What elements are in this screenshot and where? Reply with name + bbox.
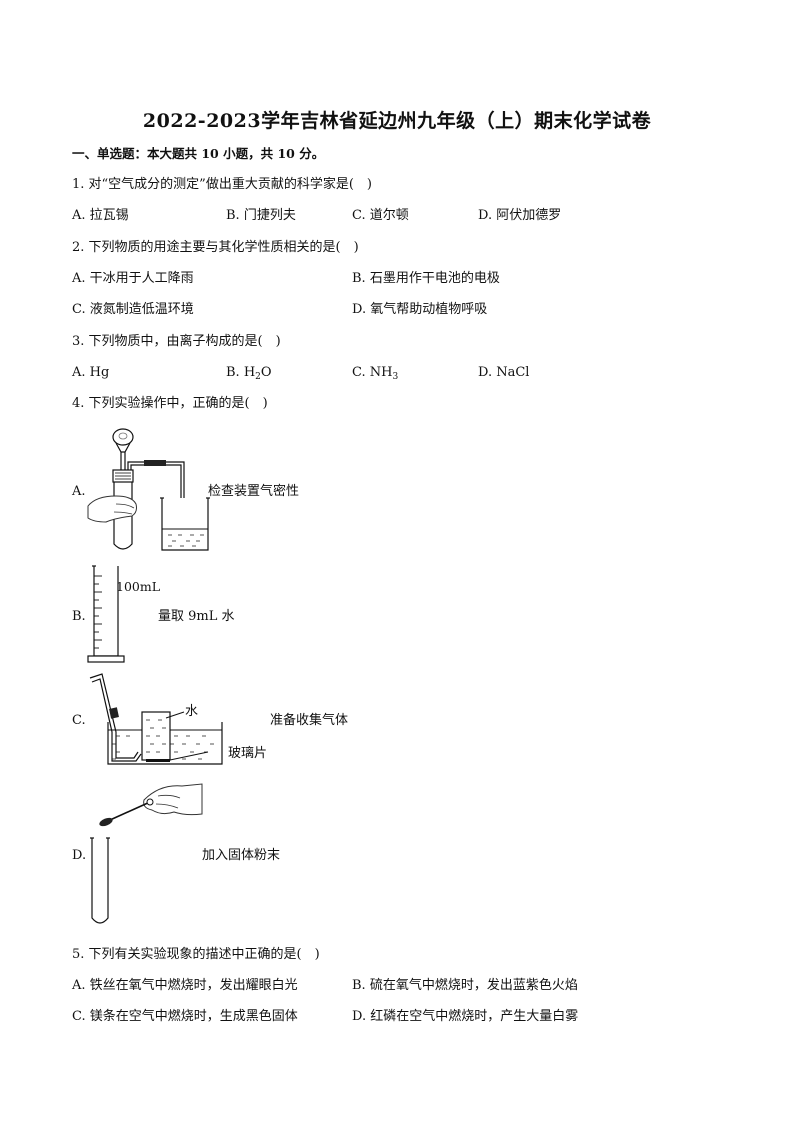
q1-stem: 1. 对“空气成分的测定”做出重大贡献的科学家是( ) bbox=[72, 177, 372, 192]
q5-stem: 5. 下列有关实验现象的描述中正确的是( ) bbox=[72, 947, 320, 962]
q5-option-d: D. 红磷在空气中燃烧时，产生大量白雾 bbox=[352, 1009, 579, 1024]
graduated-cylinder-figure bbox=[86, 562, 132, 668]
q2-stem: 2. 下列物质的用途主要与其化学性质相关的是( ) bbox=[72, 240, 359, 255]
airtightness-check-figure bbox=[86, 426, 216, 554]
cylinder-capacity-label: 100mL bbox=[116, 579, 161, 594]
q4-option-d-label: D. bbox=[72, 848, 87, 863]
section-heading: 一、单选题：本大题共 10 小题，共 10 分。 bbox=[72, 146, 325, 161]
q4-option-c-label: C. bbox=[72, 713, 86, 728]
q4-option-c-caption: 准备收集气体 bbox=[270, 713, 349, 728]
q2-option-d: D. 氧气帮助动植物呼吸 bbox=[352, 302, 488, 317]
q2-option-c: C. 液氮制造低温环境 bbox=[72, 302, 194, 317]
water-label: 水 bbox=[185, 704, 199, 719]
q1-option-b: B. 门捷列夫 bbox=[226, 208, 296, 223]
q3-stem: 3. 下列物质中，由离子构成的是( ) bbox=[72, 334, 281, 349]
q4-option-a-caption: 检查装置气密性 bbox=[208, 484, 300, 499]
q5-option-c: C. 镁条在空气中燃烧时，生成黑色固体 bbox=[72, 1009, 298, 1024]
gas-collection-figure bbox=[86, 672, 226, 768]
q2-option-a: A. 干冰用于人工降雨 bbox=[72, 271, 194, 286]
q2-option-b: B. 石墨用作干电池的电极 bbox=[352, 271, 500, 286]
q4-option-a-label: A. bbox=[72, 484, 86, 499]
page-title: 2022-2023学年吉林省延边州九年级（上）期末化学试卷 bbox=[142, 110, 652, 132]
q1-option-d: D. 阿伏加德罗 bbox=[478, 208, 562, 223]
glass-plate-label: 玻璃片 bbox=[228, 746, 268, 761]
powder-addition-figure bbox=[86, 780, 206, 930]
q1-option-a: A. 拉瓦锡 bbox=[72, 208, 129, 223]
q4-option-b-label: B. bbox=[72, 609, 86, 624]
q4-option-d-caption: 加入固体粉末 bbox=[202, 848, 281, 863]
q4-option-b-caption: 量取 9mL 水 bbox=[158, 609, 235, 624]
q3-option-b: B. H2O bbox=[226, 365, 272, 382]
q5-option-b: B. 硫在氧气中燃烧时，发出蓝紫色火焰 bbox=[352, 978, 578, 993]
q3-option-a: A. Hg bbox=[72, 365, 110, 380]
q4-stem: 4. 下列实验操作中，正确的是( ) bbox=[72, 396, 268, 411]
q1-option-c: C. 道尔顿 bbox=[352, 208, 409, 223]
q3-option-d: D. NaCl bbox=[478, 365, 530, 380]
q5-option-a: A. 铁丝在氧气中燃烧时，发出耀眼白光 bbox=[72, 978, 298, 993]
q3-option-c: C. NH3 bbox=[352, 365, 399, 382]
